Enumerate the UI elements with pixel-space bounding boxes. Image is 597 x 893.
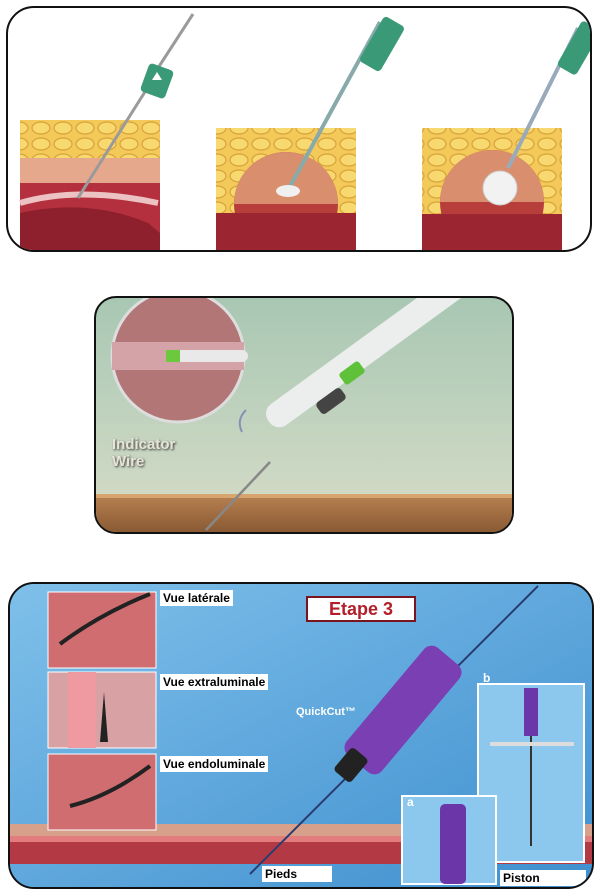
percutaneous-steps-graphic [8, 8, 590, 250]
device-brand-label: QuickCut™ [296, 706, 356, 718]
piston-label: Piston [500, 870, 586, 886]
inset-b-label: b [480, 670, 493, 686]
step-two-scene [216, 15, 405, 250]
lateral-view-label: Vue latérale [160, 590, 233, 606]
quickcut-panel: Etape 3 Vue latérale Vue extraluminale V… [8, 582, 594, 889]
step-label: Etape 3 [306, 596, 416, 622]
inset-a-label: a [404, 794, 417, 810]
indicator-wire-panel: Indicator Wire [94, 296, 514, 534]
indicator-wire-graphic [96, 298, 512, 532]
feet-label: Pieds [262, 866, 332, 882]
endoluminal-view-label: Vue endoluminale [160, 756, 268, 772]
quickcut-graphic [10, 584, 592, 887]
indicator-wire-label: Indicator Wire [112, 436, 175, 470]
step-illustration-panel [6, 6, 592, 252]
step-three-scene [422, 20, 590, 250]
step-one-scene [20, 14, 193, 250]
extraluminal-view-label: Vue extraluminale [160, 674, 268, 690]
